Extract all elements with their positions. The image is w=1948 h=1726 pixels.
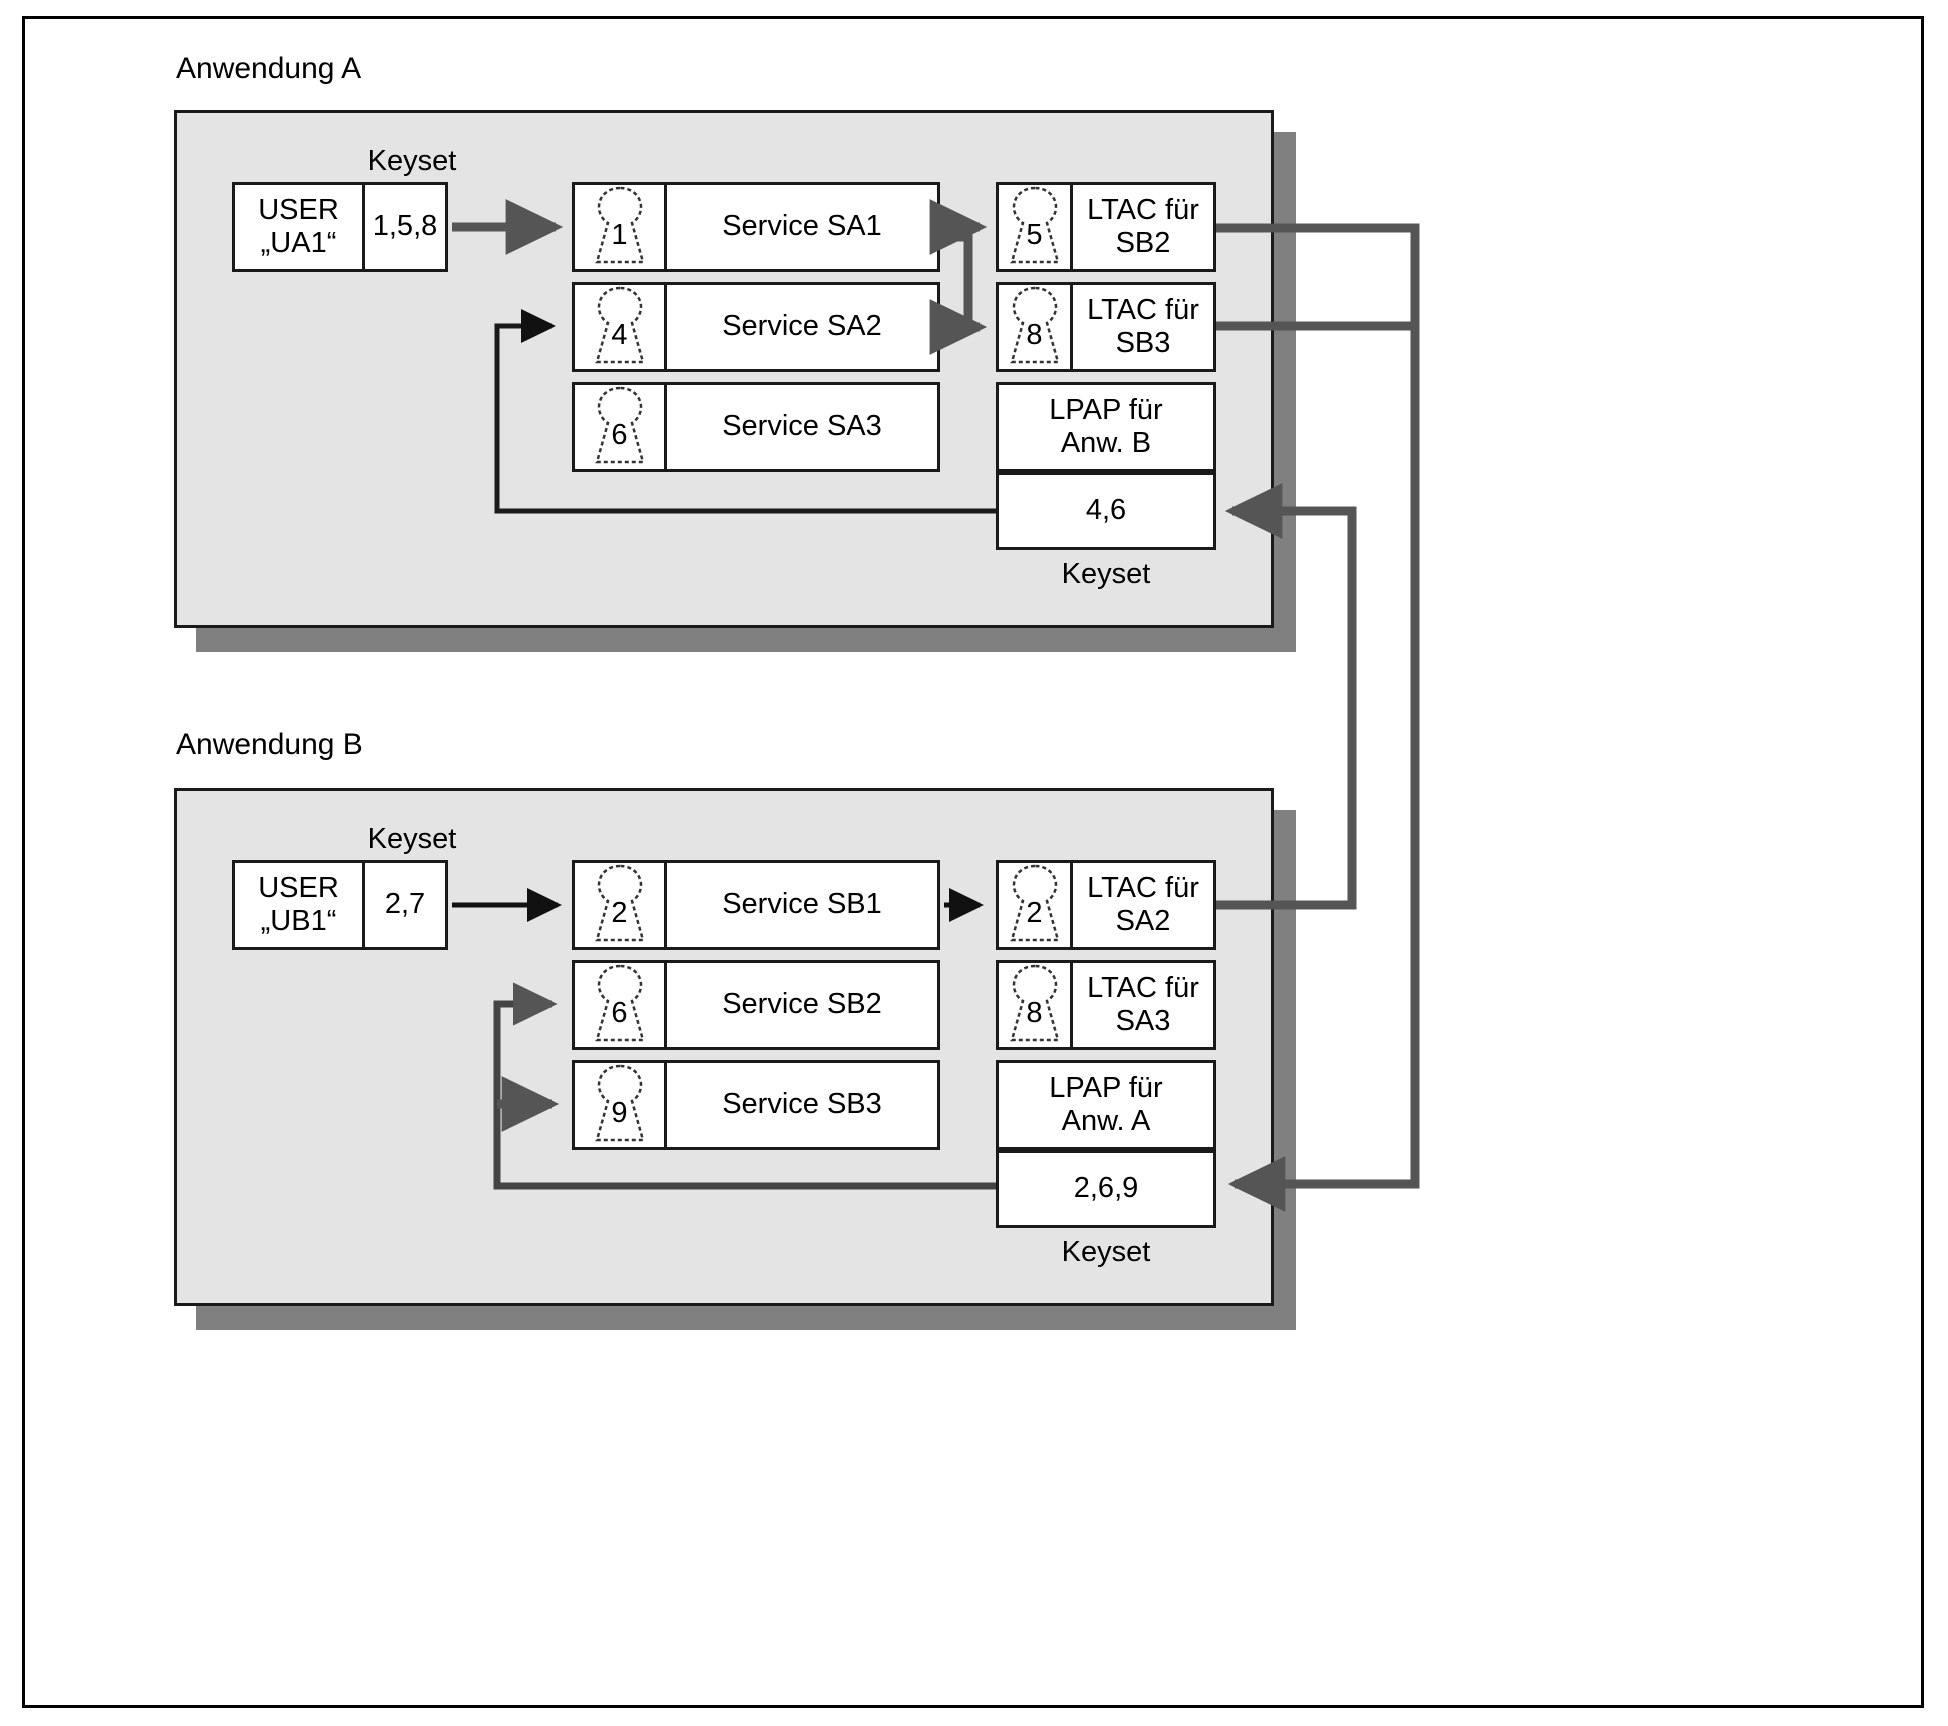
keyhole-icon-shape [1009,964,1060,1042]
app-b-service-3[interactable]: 9 Service SB3 [572,1060,940,1150]
app-b-service-2[interactable]: 6 Service SB2 [572,960,940,1050]
keyhole-icon: 6 [575,963,667,1047]
app-b-service-1[interactable]: 2 Service SB1 [572,860,940,950]
app-b-user-box[interactable]: USER „UB1“ 2,7 [232,860,448,950]
app-a-ltac-2[interactable]: 8 LTAC für SB3 [996,282,1216,372]
keyhole-icon-shape [1009,864,1060,942]
app-a-service-1-label: Service SA1 [722,210,882,243]
app-b-lpap-label: LPAP für Anw. A [1049,1071,1163,1137]
keyhole-icon-shape [594,864,645,942]
app-b-lpap-keyset-value: 2,6,9 [1073,1172,1139,1205]
app-b-user-name: USER „UB1“ [235,863,365,947]
app-b-ltac-1-key: 2 [1026,897,1043,930]
app-a-title: Anwendung A [176,52,362,85]
app-b-ltac-1-label: LTAC für SA2 [1087,871,1199,937]
keyhole-icon: 8 [999,963,1073,1047]
app-b-service-1-key: 2 [611,897,628,930]
app-a-ltac-2-key: 8 [1026,319,1043,352]
app-a-service-3-label: Service SA3 [722,410,882,443]
app-b-service-2-label: Service SB2 [722,988,882,1021]
app-b-ltac-2-label: LTAC für SA3 [1087,971,1199,1037]
app-b-ltac-2-key: 8 [1026,997,1043,1030]
app-a-lpap-label: LPAP für Anw. B [1049,393,1163,459]
keyhole-icon: 2 [999,863,1073,947]
app-b-lpap-keyset-caption: Keyset [1061,1236,1151,1268]
app-a-user-keyset: 1,5,8 [372,210,438,243]
app-a-lpap[interactable]: LPAP für Anw. B [996,382,1216,472]
diagram-frame [22,16,1924,1708]
app-b-lpap-keyset[interactable]: 2,6,9 [996,1150,1216,1228]
app-a-lpap-keyset-caption: Keyset [1061,558,1151,590]
app-b-service-2-key: 6 [611,997,628,1030]
app-a-service-1-key: 1 [611,219,628,252]
keyhole-icon: 5 [999,185,1073,269]
app-a-ltac-1[interactable]: 5 LTAC für SB2 [996,182,1216,272]
app-a-service-2[interactable]: 4 Service SA2 [572,282,940,372]
app-a-user-box[interactable]: USER „UA1“ 1,5,8 [232,182,448,272]
app-b-lpap[interactable]: LPAP für Anw. A [996,1060,1216,1150]
app-a-service-3-key: 6 [611,419,628,452]
app-b-title: Anwendung B [176,728,363,761]
app-b-ltac-2[interactable]: 8 LTAC für SA3 [996,960,1216,1050]
app-a-lpap-keyset-value: 4,6 [1085,494,1127,527]
app-a-service-1[interactable]: 1 Service SA1 [572,182,940,272]
app-b-user-keyset-caption: Keyset [367,823,457,855]
keyhole-icon: 9 [575,1063,667,1147]
app-a-service-2-label: Service SA2 [722,310,882,343]
app-a-service-2-key: 4 [611,319,628,352]
keyhole-icon-shape [1009,186,1060,264]
app-b-service-3-label: Service SB3 [722,1088,882,1121]
app-a-ltac-2-label: LTAC für SB3 [1087,293,1199,359]
app-b-service-1-label: Service SB1 [722,888,882,921]
app-a-ltac-1-label: LTAC für SB2 [1087,193,1199,259]
app-a-ltac-1-key: 5 [1026,219,1043,252]
keyhole-icon-shape [594,186,645,264]
keyhole-icon-shape [1009,286,1060,364]
app-b-service-3-key: 9 [611,1097,628,1130]
app-a-lpap-keyset[interactable]: 4,6 [996,472,1216,550]
app-a-service-3[interactable]: 6 Service SA3 [572,382,940,472]
app-b-ltac-1[interactable]: 2 LTAC für SA2 [996,860,1216,950]
app-a-user-name: USER „UA1“ [235,185,365,269]
keyhole-icon: 8 [999,285,1073,369]
app-b-user-keyset: 2,7 [384,888,426,921]
app-a-user-keyset-caption: Keyset [367,145,457,177]
keyhole-icon: 6 [575,385,667,469]
keyhole-icon: 2 [575,863,667,947]
keyhole-icon: 1 [575,185,667,269]
keyhole-icon: 4 [575,285,667,369]
